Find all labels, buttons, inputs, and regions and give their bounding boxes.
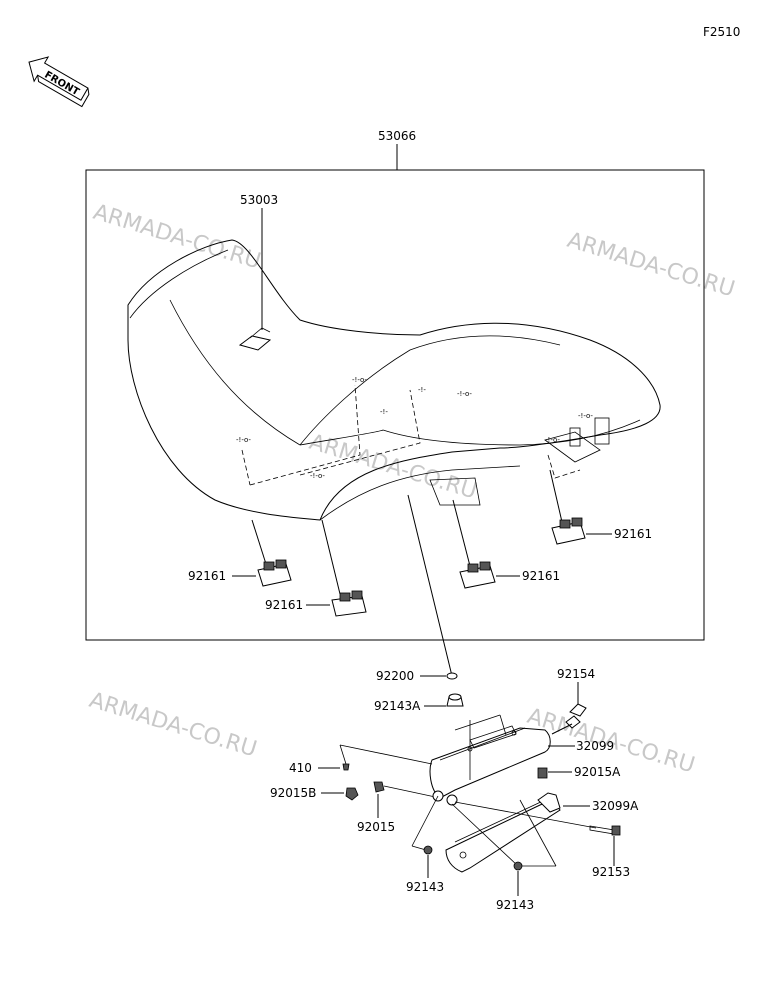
assembly-frame — [85, 169, 705, 641]
wing-bolt-92154: 92154 — [551, 667, 595, 735]
label-410: 410 — [289, 761, 312, 775]
collar-92143-left: 92143 — [406, 845, 444, 894]
damper-left-rear: 92161 — [265, 519, 367, 617]
label-92161-left-front: 92161 — [188, 569, 226, 583]
label-53003: 53003 — [240, 193, 278, 207]
label-92143A: 92143A — [374, 699, 421, 713]
label-32099A: 32099A — [592, 799, 639, 813]
screw-410: 410 — [289, 744, 433, 775]
cover-32099: 32099 — [429, 714, 614, 799]
label-92143-left: 92143 — [406, 880, 444, 894]
svg-text:-!-o-: -!-o- — [236, 436, 251, 444]
watermark-1: ARMADA-CO.RU — [90, 200, 263, 275]
hinge-pivots — [411, 790, 597, 867]
watermark-4: ARMADA-CO.RU — [86, 688, 259, 763]
label-53066: 53066 — [378, 129, 416, 143]
collar-92143A: 92143A — [374, 693, 464, 713]
label-92015B: 92015B — [270, 786, 316, 800]
label-92200: 92200 — [376, 669, 414, 683]
damper-center: 92161 — [452, 499, 560, 589]
svg-text:-!-: -!- — [380, 408, 388, 416]
front-arrow-icon: FRONT — [28, 56, 90, 108]
figure-code: F2510 — [703, 25, 740, 39]
clip-92015A: 92015A — [537, 765, 621, 779]
nut-92015: 92015 — [357, 781, 441, 834]
watermark-3: ARMADA-CO.RU — [306, 430, 479, 505]
label-92015: 92015 — [357, 820, 395, 834]
watermark-2: ARMADA-CO.RU — [564, 228, 737, 303]
watermarks: ARMADA-CO.RU ARMADA-CO.RU ARMADA-CO.RU A… — [86, 200, 737, 779]
label-92153: 92153 — [592, 865, 630, 879]
damper-right: 92161 — [549, 469, 652, 545]
svg-text:-!-o-: -!-o- — [457, 390, 472, 398]
plate-32099A: 32099A — [445, 792, 639, 873]
washer-92200: 92200 — [376, 669, 458, 683]
center-shaft-line — [407, 494, 453, 677]
svg-text:-!-o-: -!-o- — [578, 412, 593, 420]
svg-text:-!-o-: -!-o- — [545, 436, 560, 444]
label-92143-right: 92143 — [496, 898, 534, 912]
svg-text:-!-o-: -!-o- — [310, 472, 325, 480]
label-92154: 92154 — [557, 667, 595, 681]
front-arrow-label: FRONT — [42, 70, 81, 99]
collar-92143-right: 92143 — [496, 861, 534, 912]
seat-drawing: -!-o- -!- -!-o- -!- -!-o- -!-o- -!-o- -!… — [127, 239, 661, 521]
svg-text:-!-: -!- — [418, 386, 426, 394]
label-92161-right: 92161 — [614, 527, 652, 541]
nut-92015B: 92015B — [270, 786, 359, 801]
damper-left-front: 92161 — [188, 519, 292, 587]
label-92161-center: 92161 — [522, 569, 560, 583]
label-92161-left-rear: 92161 — [265, 598, 303, 612]
label-32099: 32099 — [576, 739, 614, 753]
svg-text:-!-o-: -!-o- — [352, 376, 367, 384]
bolt-92153: 92153 — [589, 825, 630, 879]
label-92015A: 92015A — [574, 765, 621, 779]
